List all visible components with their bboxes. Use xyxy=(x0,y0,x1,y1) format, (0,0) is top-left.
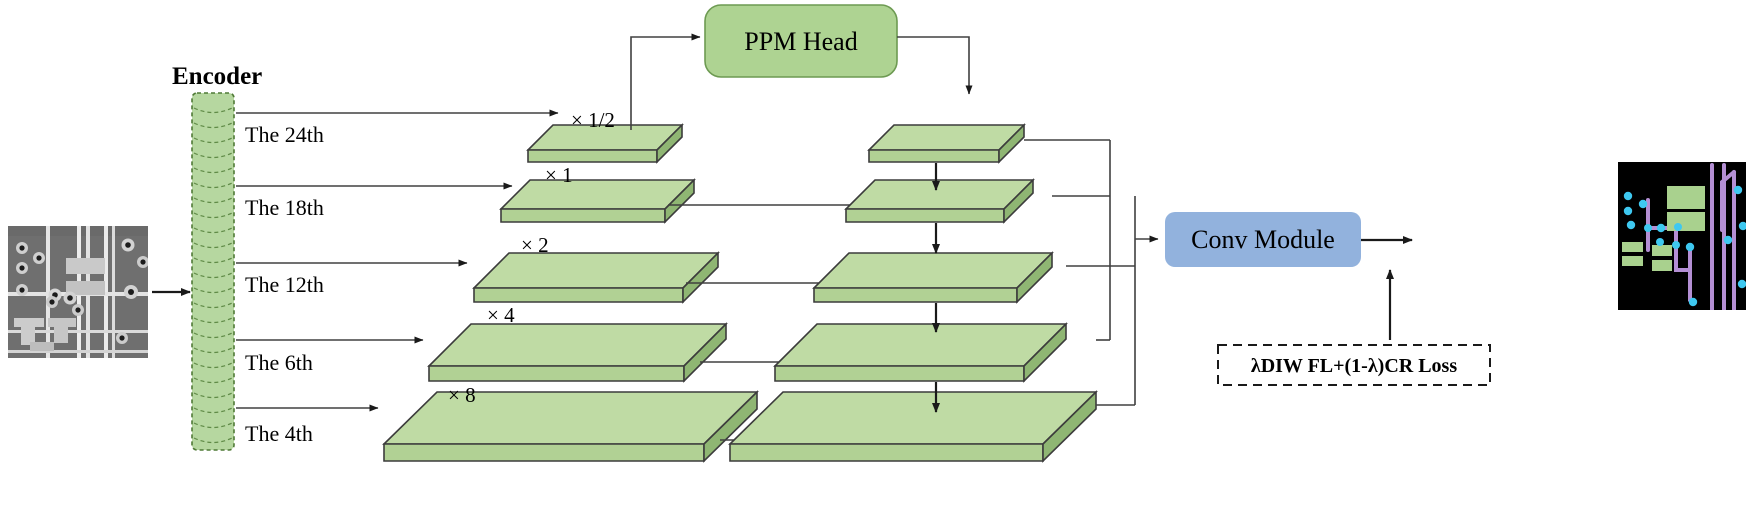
fusion-bus xyxy=(1024,139,1159,406)
pcb-xray-input xyxy=(8,226,148,358)
encoder-slab-x4 xyxy=(427,322,728,383)
encoder-pyramid xyxy=(382,123,759,463)
scale-label-x1: × 1 xyxy=(545,163,573,187)
encoder-tap-label-4th: The 4th xyxy=(245,421,313,446)
wire-to-ppm xyxy=(630,33,701,130)
encoder-slab-x12 xyxy=(526,123,684,164)
encoder-tap-label-24th: The 24th xyxy=(245,122,324,147)
decoder-slab-5 xyxy=(728,390,1098,463)
encoder-tap-label-12th: The 12th xyxy=(245,272,324,297)
scale-label-x8: × 8 xyxy=(448,383,476,407)
wire-ppm-to-decoder xyxy=(897,36,973,95)
encoder-tap-label-6th: The 6th xyxy=(245,350,313,375)
encoder-stack xyxy=(191,92,235,451)
encoder-tap-label-18th: The 18th xyxy=(245,195,324,220)
conv-module-label: Conv Module xyxy=(1191,225,1335,254)
encoder-slab-x8 xyxy=(382,390,759,463)
conv-module-box[interactable]: Conv Module xyxy=(1165,212,1361,267)
decoder-slab-3 xyxy=(812,251,1054,304)
scale-label-x4: × 4 xyxy=(487,303,515,327)
scale-label-x2: × 2 xyxy=(521,233,549,257)
ppm-head-box[interactable]: PPM Head xyxy=(704,4,898,78)
loss-box: λDIW FL+(1-λ)CR Loss xyxy=(1217,344,1491,386)
decoder-pyramid xyxy=(728,123,1098,463)
ppm-head-label: PPM Head xyxy=(744,27,857,56)
decoder-slab-2 xyxy=(844,178,1035,224)
encoder-slab-x2 xyxy=(472,251,720,304)
decoder-slab-4 xyxy=(773,322,1068,383)
encoder-title: Encoder xyxy=(172,63,262,90)
pcb-segmentation-output xyxy=(1618,162,1746,310)
decoder-slab-1 xyxy=(867,123,1026,164)
loss-formula-label: λDIW FL+(1-λ)CR Loss xyxy=(1251,355,1457,377)
scale-label-x12: × 1/2 xyxy=(571,108,615,132)
encoder-slab-x1 xyxy=(499,178,696,224)
